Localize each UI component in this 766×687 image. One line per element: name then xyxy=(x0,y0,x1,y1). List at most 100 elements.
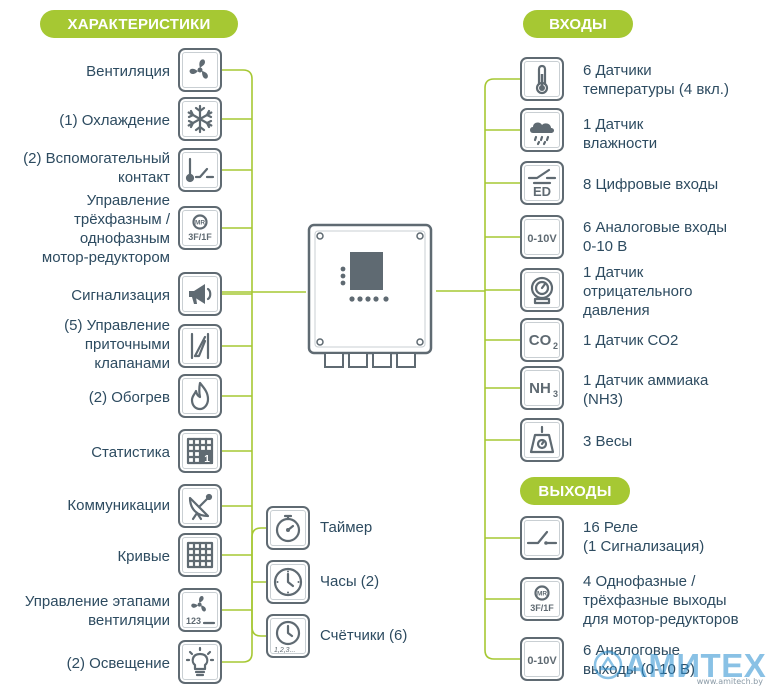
characteristic-label: (1) Охлаждение xyxy=(59,112,170,129)
motor-output-box: MR 3F/1F xyxy=(520,577,564,621)
input-label: 6 Аналоговые входы 0-10 В xyxy=(583,219,727,255)
timer-box xyxy=(266,506,310,550)
svg-text:NH: NH xyxy=(529,380,551,397)
fan-box xyxy=(178,48,222,92)
svg-text:0-10V: 0-10V xyxy=(527,233,557,245)
amitech-logo-icon xyxy=(593,650,623,680)
flame-icon xyxy=(190,381,210,411)
screw xyxy=(416,232,424,240)
characteristic-label: Статистика xyxy=(91,444,170,461)
characteristic-label: (2) Обогрев xyxy=(88,389,170,406)
svg-text:3F/1F: 3F/1F xyxy=(188,232,212,242)
svg-text:MR: MR xyxy=(537,591,547,598)
characteristic-label: Вентиляция xyxy=(86,63,170,80)
input-label: 1 Датчик CO2 xyxy=(583,332,679,349)
controller-device xyxy=(307,223,433,368)
clock-box xyxy=(266,560,310,604)
pressure-gauge-box xyxy=(520,268,564,312)
input-label: 3 Весы xyxy=(583,433,633,450)
device-screen xyxy=(350,252,383,290)
svg-text:0-10V: 0-10V xyxy=(527,655,557,667)
svg-text:MR: MR xyxy=(195,220,205,227)
terminal-block xyxy=(396,352,416,368)
thermo-contact-icon xyxy=(185,157,215,183)
scale-box xyxy=(520,418,564,462)
characteristic-label: (5) Управление приточными клапанами xyxy=(64,317,170,372)
characteristic-label: (2) Освещение xyxy=(66,655,170,672)
watermark-url: www.amitech.by xyxy=(696,677,763,686)
inputs-header: ВХОДЫ xyxy=(523,10,633,38)
statistics-icon: 1 xyxy=(186,437,214,465)
scale-icon xyxy=(529,425,555,454)
svg-text:3: 3 xyxy=(553,389,558,399)
fan-icon xyxy=(189,59,208,79)
input-label: 8 Цифровые входы xyxy=(583,176,719,193)
amitech-watermark: АМИТЕХ www.amitech.by xyxy=(590,645,766,687)
watermark-brand: АМИТЕХ xyxy=(624,647,766,684)
characteristics-bus xyxy=(222,69,253,663)
satellite-dish-icon xyxy=(188,493,213,521)
svg-text:1: 1 xyxy=(204,454,210,465)
fan-stages-box: 123 xyxy=(178,588,222,632)
output-label: 16 Реле (1 Сигнализация) xyxy=(583,519,705,555)
flame-box xyxy=(178,374,222,418)
terminal-block xyxy=(324,352,344,368)
relay-switch-icon xyxy=(526,530,558,545)
snowflake-box xyxy=(178,97,222,141)
snowflake-icon xyxy=(187,104,213,134)
relay-switch-box xyxy=(520,516,564,560)
motor-reducer-icon: MR 3F/1F xyxy=(188,214,212,242)
characteristic-label: Коммуникации xyxy=(67,497,170,514)
extra-label: Таймер xyxy=(320,519,373,536)
bulb-icon xyxy=(185,646,215,677)
characteristic-label: Управление этапами вентиляции xyxy=(24,593,170,629)
terminal-block xyxy=(348,352,368,368)
terminal-block xyxy=(372,352,392,368)
clock-icon xyxy=(273,567,303,597)
fan-stages-icon: 123 xyxy=(186,596,216,626)
inlet-valve-box xyxy=(178,324,222,368)
input-label: 6 Датчики температуры (4 вкл.) xyxy=(583,62,729,98)
timer-icon xyxy=(275,514,301,543)
counter-clock-icon: 1,2,3... xyxy=(274,620,301,653)
output-label: 4 Однофазные / трёхфазные выходы для мот… xyxy=(583,573,739,628)
analog-output-icon: 0-10V xyxy=(527,655,557,667)
svg-text:2: 2 xyxy=(553,341,558,351)
statistics-box: 1 xyxy=(178,429,222,473)
svg-text:3F/1F: 3F/1F xyxy=(530,603,554,613)
curves-icon xyxy=(186,541,214,569)
input-label: 1 Датчик влажности xyxy=(583,116,658,152)
extra-label: Часы (2) xyxy=(320,573,380,590)
screw xyxy=(316,338,324,346)
alarm-horn-icon xyxy=(189,284,212,304)
digital-input-icon: ED xyxy=(527,168,557,199)
alarm-horn-box xyxy=(178,272,222,316)
svg-text:ED: ED xyxy=(533,184,551,199)
humidity-cloud-box xyxy=(520,108,564,152)
inlet-valve-icon xyxy=(190,332,210,360)
screw xyxy=(416,338,424,346)
characteristic-label: Сигнализация xyxy=(71,287,170,304)
screw xyxy=(316,232,324,240)
svg-text:1,2,3...: 1,2,3... xyxy=(274,647,295,653)
counter-clock-box: 1,2,3... xyxy=(266,614,310,658)
thermometer-icon xyxy=(535,64,549,95)
analog-output-box: 0-10V xyxy=(520,637,564,681)
satellite-dish-box xyxy=(178,484,222,528)
input-label: 1 Датчик отрицательного давления xyxy=(583,264,693,319)
outputs-header: ВЫХОДЫ xyxy=(520,477,630,505)
io-bus xyxy=(484,78,520,660)
motor-reducer-box: MR 3F/1F xyxy=(178,206,222,250)
pressure-gauge-icon xyxy=(530,276,554,305)
bulb-box xyxy=(178,640,222,684)
characteristic-label: Кривые xyxy=(117,548,170,565)
digital-input-box: ED xyxy=(520,161,564,205)
svg-text:CO: CO xyxy=(529,332,552,349)
analog-input-icon: 0-10V xyxy=(527,233,557,245)
extra-label: Счётчики (6) xyxy=(320,627,408,644)
